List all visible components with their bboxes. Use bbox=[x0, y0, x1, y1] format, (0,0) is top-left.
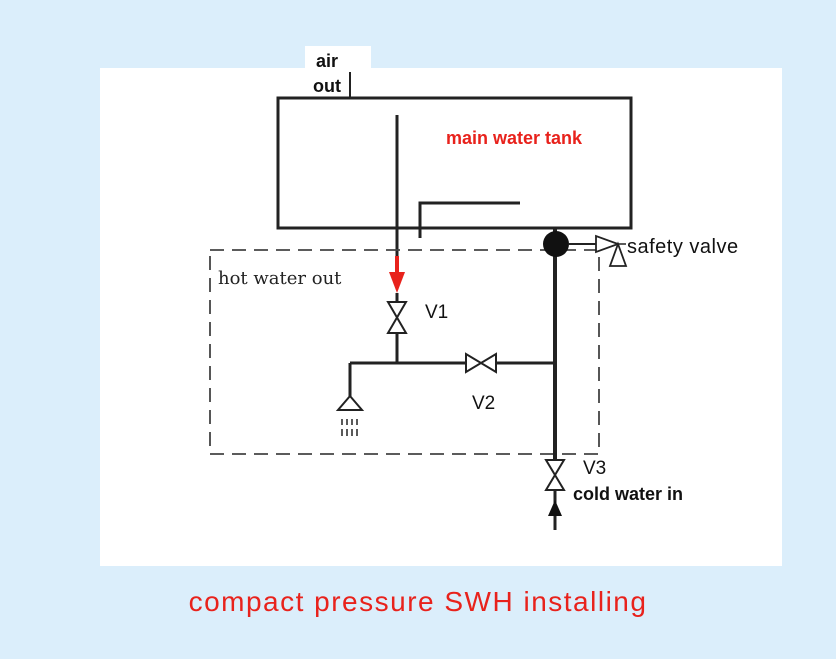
junction-icon bbox=[543, 231, 569, 257]
v1-label: V1 bbox=[425, 302, 448, 323]
v1-valve-icon bbox=[386, 301, 408, 334]
diagram-caption: compact pressure SWH installing bbox=[188, 586, 648, 617]
hot-water-flow-arrow bbox=[389, 272, 405, 293]
cold-water-in-label: cold water in bbox=[573, 484, 683, 504]
air-out-label-line1: air bbox=[316, 51, 338, 71]
safety-valve-label: safety valve bbox=[627, 236, 739, 258]
shower-head-icon bbox=[335, 394, 365, 436]
v2-label: V2 bbox=[472, 393, 495, 414]
diagram-panel bbox=[100, 68, 782, 566]
safety-valve-icon bbox=[595, 234, 628, 267]
v3-label: V3 bbox=[583, 458, 606, 479]
main-water-tank bbox=[276, 96, 633, 230]
tank-label: main water tank bbox=[446, 128, 583, 148]
v2-valve-icon bbox=[465, 352, 497, 374]
inner-pipe bbox=[418, 201, 520, 238]
cold-water-flow-arrow bbox=[548, 500, 562, 516]
indoor-boundary bbox=[209, 249, 600, 455]
v3-valve-icon bbox=[544, 459, 566, 491]
air-out-label-line2: out bbox=[313, 76, 341, 96]
hot-water-out-label: hot water out bbox=[218, 268, 342, 289]
plumbing-diagram: air out main water tank hot water out V1… bbox=[209, 46, 739, 530]
